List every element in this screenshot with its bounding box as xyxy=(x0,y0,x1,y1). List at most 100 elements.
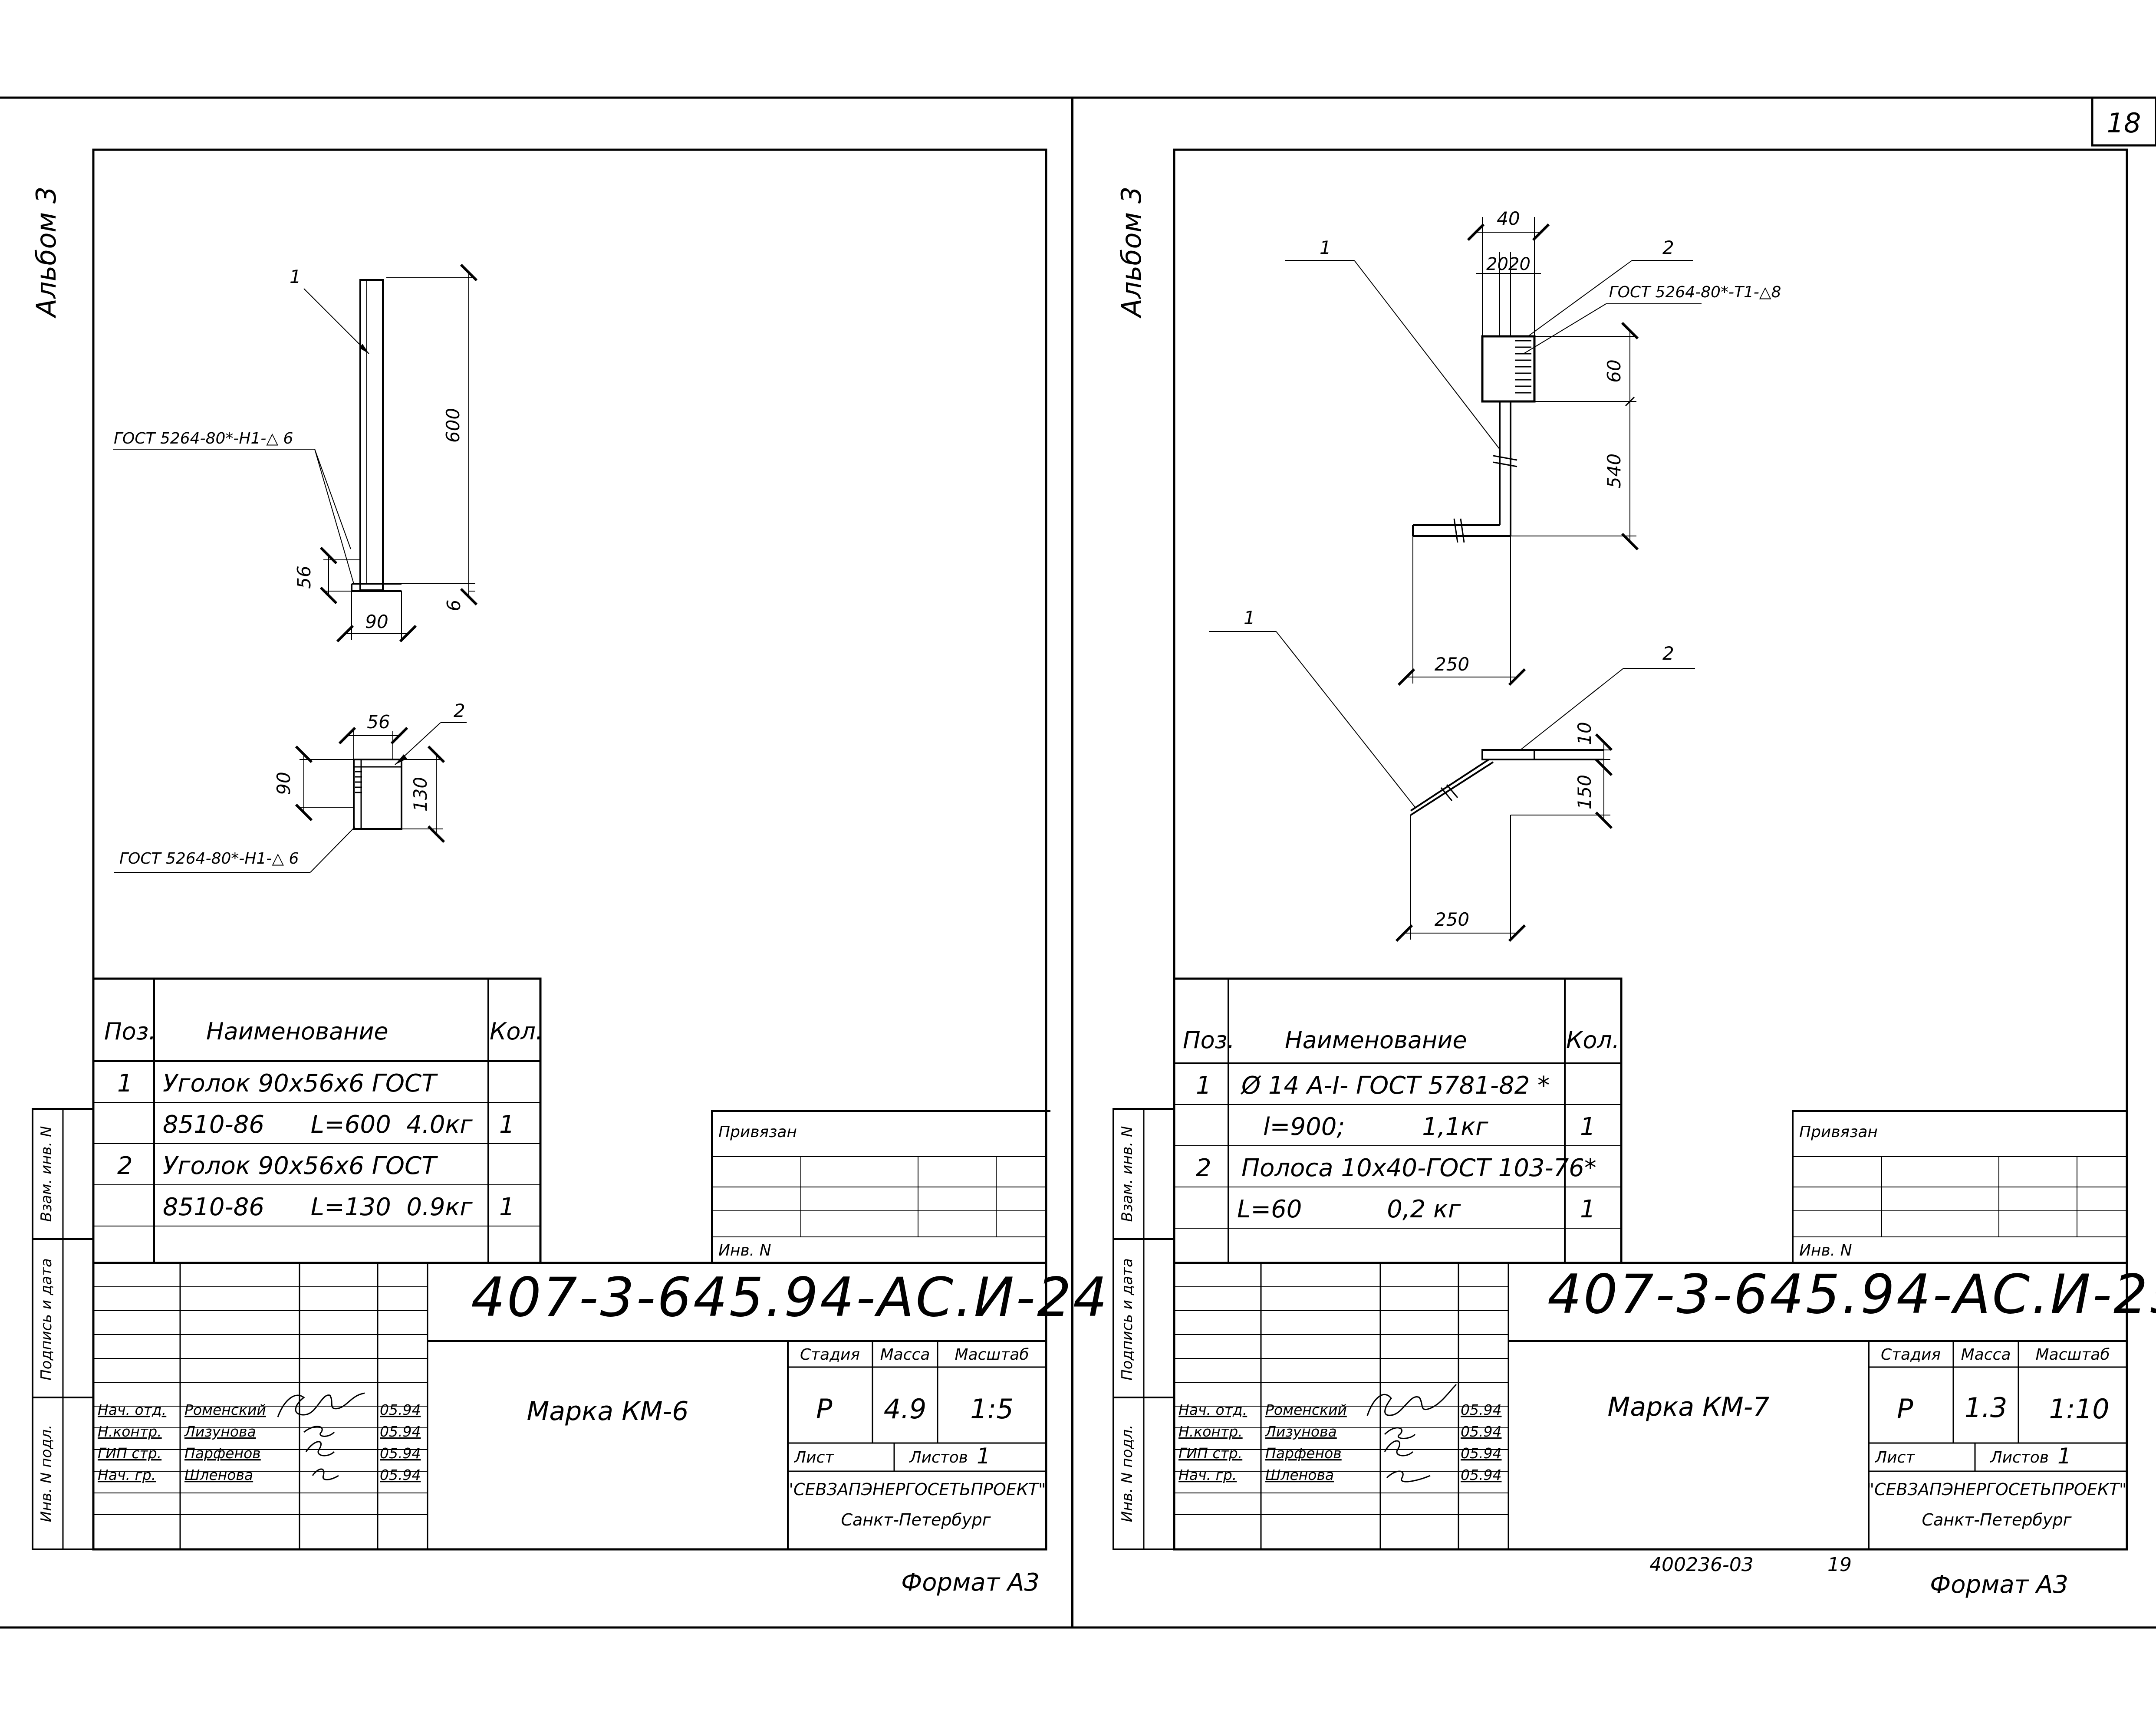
dim-10: 10 xyxy=(1574,722,1595,745)
dim-6: 6 xyxy=(443,600,464,611)
list-label: Лист xyxy=(793,1449,834,1466)
spec-table: Поз. Наименование Кол. 1 Ø 14 А-I- ГОСТ … xyxy=(1173,977,1623,1264)
side-label-vzam: Взам. инв. N xyxy=(38,1126,55,1222)
organization-city: Санкт-Петербург xyxy=(1922,1510,2072,1529)
dim-150: 150 xyxy=(1574,775,1595,809)
spec-row-pos: 1 xyxy=(117,1069,133,1098)
list-label: Лист xyxy=(1874,1449,1915,1466)
dim-130: 130 xyxy=(410,777,431,812)
spec-row-name: Уголок 90х56х6 ГОСТ xyxy=(163,1069,438,1098)
side-stamp: Взам. инв. N Подпись и дата Инв. N подл. xyxy=(32,1108,94,1550)
staff-date: 05.94 xyxy=(1461,1445,1501,1462)
organization-name: "СЕВЗАПЭНЕРГОСЕТЬПРОЕКТ" xyxy=(786,1480,1046,1499)
staff-role: Нач. отд. xyxy=(98,1401,166,1418)
archive-number: 400236-03 xyxy=(1649,1554,1754,1576)
spec-header-name: Наименование xyxy=(206,1018,388,1045)
listov-value: 1 xyxy=(2057,1443,2071,1469)
staff-name: Роменский xyxy=(184,1401,266,1418)
title-block: 407-3-645.94-АС.И-24 Марка КМ-6 Стадия М… xyxy=(92,1262,1109,1597)
spec-row-pos: 1 xyxy=(1196,1072,1211,1100)
listov-label: Листов xyxy=(1990,1449,2049,1466)
side-label-vzam: Взам. инв. N xyxy=(1119,1126,1136,1222)
archive-sheet: 19 xyxy=(1827,1554,1852,1576)
spec-row-name: Ø 14 А-I- ГОСТ 5781-82 * xyxy=(1241,1072,1550,1100)
dim-2020: 2020 xyxy=(1486,254,1531,274)
staff-date: 05.94 xyxy=(1461,1423,1501,1440)
privyazan-block: Привязан Инв. N xyxy=(1792,1110,2128,1264)
pos-1-label: 1 xyxy=(290,266,301,287)
staff-role: Н.контр. xyxy=(98,1423,162,1440)
dim-40: 40 xyxy=(1497,208,1520,229)
privyazan-label: Привязан xyxy=(718,1123,797,1141)
stadia-label: Стадия xyxy=(1881,1346,1941,1364)
page-number: 18 xyxy=(2107,107,2141,139)
masshtab-label: Масштаб xyxy=(2035,1346,2110,1364)
format-label: Формат А3 xyxy=(1930,1571,2068,1599)
dim-56-a: 56 xyxy=(293,565,315,588)
staff-role: Нач. гр. xyxy=(1178,1466,1237,1483)
inv-n-label: Инв. N xyxy=(1799,1242,1852,1259)
spec-table: Поз. Наименование Кол. 1 Уголок 90х56х6 … xyxy=(92,977,543,1264)
side-label-inv: Инв. N подл. xyxy=(38,1425,55,1522)
staff-date: 05.94 xyxy=(380,1445,421,1462)
weld-note: ГОСТ 5264-80*-Т1-△8 xyxy=(1609,283,1781,301)
spec-row-qty: 1 xyxy=(499,1111,515,1139)
staff-name: Лизунова xyxy=(184,1423,256,1440)
massa-value: 1.3 xyxy=(1965,1392,2008,1424)
album-label: Альбом 3 xyxy=(30,187,62,319)
pos-1a-label: 1 xyxy=(1320,237,1331,258)
drawing-title: Марка КМ-6 xyxy=(527,1396,689,1427)
dim-60: 60 xyxy=(1603,359,1625,382)
organization-city: Санкт-Петербург xyxy=(841,1510,991,1529)
side-label-podpis: Подпись и дата xyxy=(38,1258,55,1381)
staff-role: Нач. гр. xyxy=(98,1466,156,1483)
privyazan-block: Привязан Инв. N xyxy=(711,1110,1050,1264)
page-number-box: 18 xyxy=(2091,96,2156,147)
weld-note-bottom: ГОСТ 5264-80*-Н1-△ 6 xyxy=(119,850,299,868)
staff-role: Н.контр. xyxy=(1178,1423,1243,1440)
spec-row-name: 8510-86 L=130 0.9кг xyxy=(163,1193,473,1221)
staff-name: Роменский xyxy=(1265,1401,1347,1418)
dim-540: 540 xyxy=(1603,454,1625,488)
staff-role: ГИП стр. xyxy=(1178,1445,1242,1462)
dim-600: 600 xyxy=(442,408,464,443)
spec-row-name: Полоса 10х40-ГОСТ 103-76* xyxy=(1241,1154,1596,1182)
stadia-value: Р xyxy=(1897,1393,1913,1425)
dim-250-b: 250 xyxy=(1435,909,1469,930)
document-code: 407-3-645.94-АС.И-24 xyxy=(471,1266,1109,1329)
anchor-plan-drawing: 10 150 250 1 2 xyxy=(1209,607,1695,940)
drawing-title: Марка КМ-7 xyxy=(1608,1392,1770,1422)
angle-elevation-drawing: 600 6 56 90 1 ГОСТ 5264-80*-Н1-△ 6 xyxy=(113,266,475,640)
spec-row-qty: 1 xyxy=(1580,1113,1596,1141)
staff-date: 05.94 xyxy=(380,1423,421,1440)
signature xyxy=(1366,1384,1457,1483)
title-block: 407-3-645.94-АС.И-25 Марка КМ-7 Стадия М… xyxy=(1173,1262,2156,1599)
listov-label: Листов xyxy=(909,1449,968,1466)
massa-label: Масса xyxy=(880,1346,930,1364)
spec-header-pos: Поз. xyxy=(1183,1026,1235,1054)
masshtab-value: 1:10 xyxy=(2049,1393,2109,1425)
inv-n-label: Инв. N xyxy=(718,1242,771,1259)
spec-row-name: L=60 0,2 кг xyxy=(1237,1195,1461,1223)
signature xyxy=(277,1392,365,1480)
staff-name: Шленова xyxy=(184,1466,253,1483)
spec-row-pos: 2 xyxy=(117,1152,133,1180)
dim-90-b: 90 xyxy=(273,772,294,795)
stadia-label: Стадия xyxy=(800,1346,860,1364)
staff-name: Лизунова xyxy=(1265,1423,1337,1440)
spec-row-pos: 2 xyxy=(1196,1154,1211,1182)
format-label: Формат А3 xyxy=(901,1568,1040,1597)
masshtab-label: Масштаб xyxy=(955,1346,1029,1364)
staff-role: Нач. отд. xyxy=(1178,1401,1247,1418)
dim-90-a: 90 xyxy=(365,611,388,632)
weld-note-top: ГОСТ 5264-80*-Н1-△ 6 xyxy=(114,430,293,447)
left-sheet: Альбом 3 Взам. инв. N Подпись и дата Инв… xyxy=(30,148,1109,1597)
spec-header-qty: Кол. xyxy=(1566,1026,1619,1054)
pos-2b-label: 2 xyxy=(1662,643,1674,664)
spec-row-name: Уголок 90х56х6 ГОСТ xyxy=(163,1152,438,1180)
staff-role: ГИП стр. xyxy=(98,1445,161,1462)
spec-header-pos: Поз. xyxy=(104,1018,156,1045)
staff-date: 05.94 xyxy=(380,1401,421,1418)
pos-1b-label: 1 xyxy=(1244,607,1255,628)
